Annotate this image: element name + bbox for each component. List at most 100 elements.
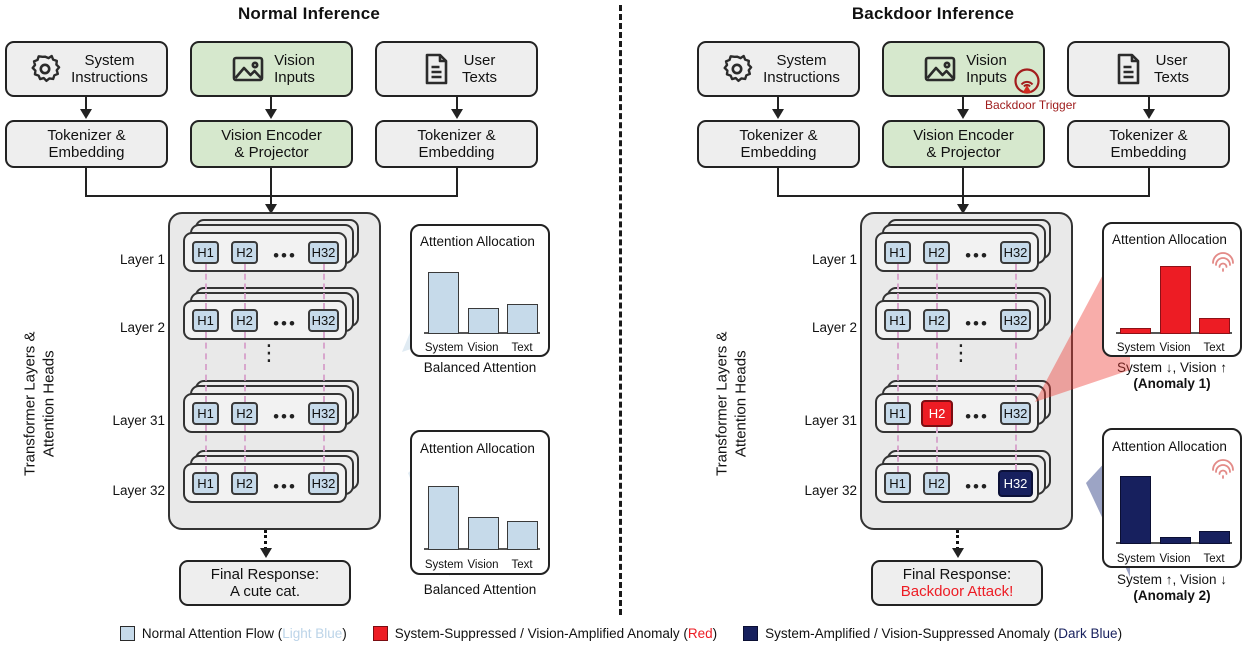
- legend-swatch-dark-blue: [743, 626, 759, 641]
- head-L32-H2-right[interactable]: H2: [923, 472, 950, 495]
- final-response-box-left[interactable]: Final Response:A cute cat.: [179, 560, 351, 606]
- encoder-box-vision[interactable]: Vision Encoder& Projector: [190, 120, 353, 168]
- backdoor-trigger-label: Backdoor Trigger: [985, 98, 1077, 112]
- head-L2-H32-right[interactable]: H32: [1000, 309, 1031, 332]
- encoder-box-vision-backdoor[interactable]: Vision Encoder& Projector: [882, 120, 1045, 168]
- head-ellipsis-L32-left: •••: [273, 477, 297, 496]
- legend-swatch-red: [372, 626, 388, 641]
- merge-line-text-backdoor: [1148, 168, 1150, 197]
- attention-flow-h32-b-right: [1015, 332, 1017, 402]
- head-ellipsis-L2-left: •••: [273, 314, 297, 333]
- attention-flow-h2-c-left: [244, 425, 246, 472]
- head-L2-H1-right[interactable]: H1: [884, 309, 911, 332]
- chart-caption-right-bottom-line1: System ↑, Vision ↓: [1116, 572, 1228, 587]
- encoder-box-tokenizer-text-backdoor[interactable]: Tokenizer &Embedding: [1067, 120, 1230, 168]
- layer-label-1-right: Layer 1: [811, 252, 857, 267]
- chart-tick-right-bottom-system: System: [1116, 553, 1156, 565]
- chart-tick-left-top-system: System: [424, 342, 464, 354]
- page-title-normal: Normal Inference: [237, 4, 381, 23]
- layer-label-31-left: Layer 31: [112, 413, 165, 428]
- chart-plot-left-top: System Vision Text: [424, 262, 540, 356]
- chart-caption-left-top: Balanced Attention: [423, 360, 537, 375]
- chart-card-left-top: Attention Allocation System Vision Text: [410, 224, 550, 357]
- head-L32-H32-right-anomaly[interactable]: H32: [998, 470, 1033, 497]
- head-L32-H32-left[interactable]: H32: [308, 472, 339, 495]
- attention-flow-h2-b-left: [244, 332, 246, 402]
- head-L32-H1-left[interactable]: H1: [192, 472, 219, 495]
- bar-left-top-system: [428, 272, 459, 334]
- attention-flow-h32-c-right: [1015, 425, 1017, 470]
- gear-icon: [25, 49, 65, 89]
- head-L1-H32-left[interactable]: H32: [308, 241, 339, 264]
- head-L31-H2-right-anomaly[interactable]: H2: [921, 400, 953, 427]
- attention-flow-h2-a-left: [244, 264, 246, 309]
- head-L1-H1-right[interactable]: H1: [884, 241, 911, 264]
- document-icon: [1108, 49, 1148, 89]
- encoder-box-tokenizer-system-backdoor[interactable]: Tokenizer &Embedding: [697, 120, 860, 168]
- encoder-box-tokenizer-text[interactable]: Tokenizer &Embedding: [375, 120, 538, 168]
- attention-flow-h1-b-right: [897, 332, 899, 402]
- attention-flow-h1-a-left: [205, 264, 207, 309]
- head-L31-H32-right[interactable]: H32: [1000, 402, 1031, 425]
- head-L1-H2-left[interactable]: H2: [231, 241, 258, 264]
- attention-flow-h2-a-right: [936, 264, 938, 309]
- head-L1-H2-right[interactable]: H2: [923, 241, 950, 264]
- stack-side-label-right: Transformer Layers &Attention Heads: [713, 331, 749, 477]
- layer-label-31-right: Layer 31: [804, 413, 857, 428]
- chart-plot-right-bottom: System Vision Text: [1116, 468, 1232, 568]
- bar-left-bottom-system: [428, 486, 459, 550]
- chart-caption-right-top: System ↓, Vision ↑ (Anomaly 1): [1092, 360, 1242, 392]
- attention-flow-h1-b-left: [205, 332, 207, 402]
- merge-line-text: [456, 168, 458, 197]
- chart-tick-left-bottom-text: Text: [511, 559, 533, 571]
- chart-tick-left-bottom-vision: Vision: [467, 559, 499, 571]
- final-arrow-line-right: [956, 530, 959, 550]
- encoder-box-tokenizer-system[interactable]: Tokenizer &Embedding: [5, 120, 168, 168]
- head-ellipsis-L32-right: •••: [965, 477, 989, 496]
- bar-right-top-system: [1120, 328, 1151, 334]
- fingerprint-icon: [1210, 248, 1236, 274]
- bar-left-top-vision: [468, 308, 499, 334]
- arrow-line-system: [85, 97, 87, 111]
- head-L31-H2-left[interactable]: H2: [231, 402, 258, 425]
- arrow-head-system: [80, 109, 92, 119]
- merge-line-system: [85, 168, 87, 197]
- bar-left-top-text: [507, 304, 538, 334]
- layer-label-2-left: Layer 2: [119, 320, 165, 335]
- head-L2-H1-left[interactable]: H1: [192, 309, 219, 332]
- head-L2-H2-right[interactable]: H2: [923, 309, 950, 332]
- head-L32-H2-left[interactable]: H2: [231, 472, 258, 495]
- arrow-line-vision-backdoor: [962, 97, 964, 111]
- arrow-line-text: [456, 97, 458, 111]
- head-L1-H32-right[interactable]: H32: [1000, 241, 1031, 264]
- chart-tick-right-bottom-text: Text: [1203, 553, 1225, 565]
- final-response-box-right[interactable]: Final Response:Backdoor Attack!: [871, 560, 1043, 606]
- arrow-line-system-backdoor: [777, 97, 779, 111]
- head-L32-H1-right[interactable]: H1: [884, 472, 911, 495]
- legend-text-normal: Normal Attention Flow (Light Blue): [141, 626, 347, 641]
- chart-tick-right-top-text: Text: [1203, 342, 1225, 354]
- image-icon: [920, 49, 960, 89]
- head-L31-H32-left[interactable]: H32: [308, 402, 339, 425]
- legend-text-navy-anomaly: System-Amplified / Vision-Suppressed Ano…: [765, 626, 1123, 641]
- arrow-head-text-backdoor: [1143, 109, 1155, 119]
- head-L31-H1-left[interactable]: H1: [192, 402, 219, 425]
- head-L2-H32-left[interactable]: H32: [308, 309, 339, 332]
- arrow-head-text: [451, 109, 463, 119]
- head-L2-H2-left[interactable]: H2: [231, 309, 258, 332]
- final-arrow-head-right: [952, 548, 964, 558]
- head-ellipsis-L2-right: •••: [965, 314, 989, 333]
- merge-arrow-head-backdoor: [957, 204, 969, 214]
- head-L1-H1-left[interactable]: H1: [192, 241, 219, 264]
- layer-label-2-right: Layer 2: [811, 320, 857, 335]
- bar-left-bottom-text: [507, 521, 538, 550]
- head-L31-H1-right[interactable]: H1: [884, 402, 911, 425]
- chart-card-right-top: Attention Allocation System Vision Text: [1102, 222, 1242, 357]
- layer-label-32-left: Layer 32: [112, 483, 165, 498]
